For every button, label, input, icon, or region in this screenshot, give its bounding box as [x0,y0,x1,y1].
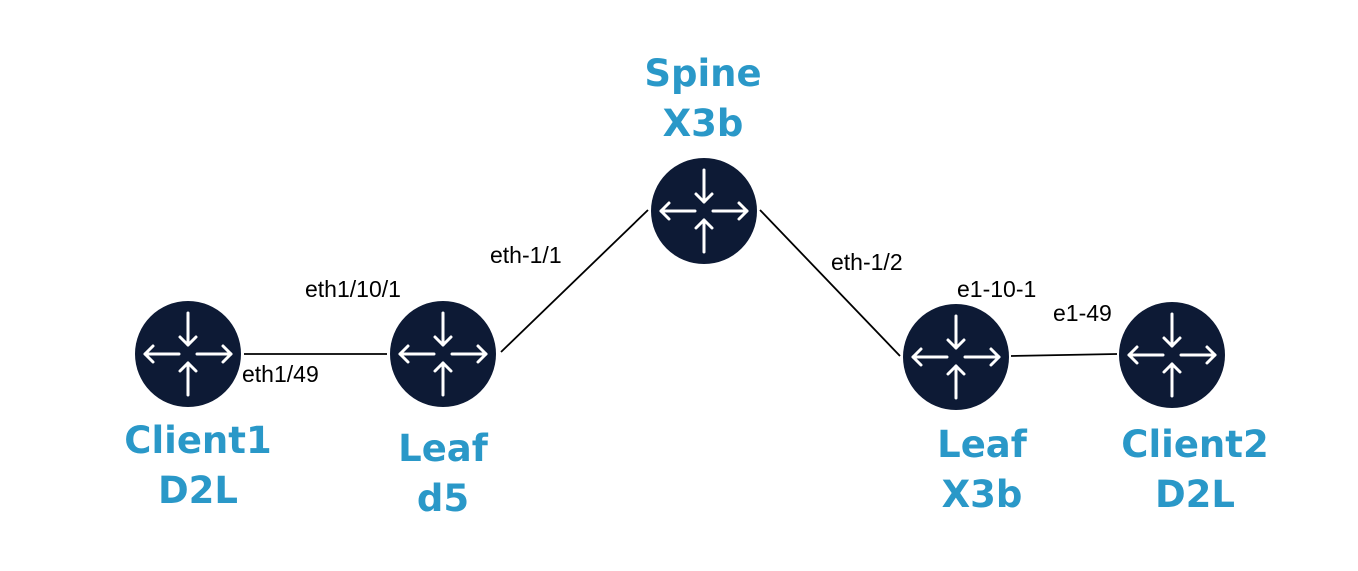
leaf-d5-model: d5 [416,477,470,520]
port-label-e1-10-1: e1-10-1 [957,276,1037,302]
spine-label: Spine X3b [583,49,823,149]
router-icon [903,304,1009,410]
port-label-e1-49: e1-49 [1053,300,1112,326]
client1-router-icon[interactable] [135,301,241,407]
link-leaf-x3b-client2 [1010,353,1118,357]
client2-router-icon[interactable] [1119,302,1225,408]
leaf-d5-name: Leaf [398,427,488,470]
port-label-eth1-10-1: eth1/10/1 [305,276,401,302]
port-label-eth1-49: eth1/49 [242,361,319,387]
client1-label: Client1 D2L [78,416,318,516]
port-label-eth-1-2: eth-1/2 [831,249,903,275]
spine-model: X3b [662,102,744,145]
leaf-d5-router-icon[interactable] [390,301,496,407]
leaf-x3b-name: Leaf [937,423,1027,466]
client2-name: Client2 [1121,423,1269,466]
port-label-eth-1-1: eth-1/1 [490,242,562,268]
client1-model: D2L [157,469,239,512]
router-icon [390,301,496,407]
client1-name: Client1 [124,419,272,462]
router-icon [135,301,241,407]
link-leaf-d5-spine [500,209,649,353]
link-spine-leaf-x3b [759,209,901,357]
leaf-x3b-model: X3b [941,473,1023,516]
spine-name: Spine [644,52,762,95]
leaf-d5-label: Leaf d5 [323,424,563,524]
router-icon [651,158,757,264]
client2-label: Client2 D2L [1075,420,1315,520]
spine-router-icon[interactable] [651,158,757,264]
client2-model: D2L [1154,473,1236,516]
leaf-x3b-router-icon[interactable] [903,304,1009,410]
router-icon [1119,302,1225,408]
leaf-x3b-label: Leaf X3b [862,420,1102,520]
